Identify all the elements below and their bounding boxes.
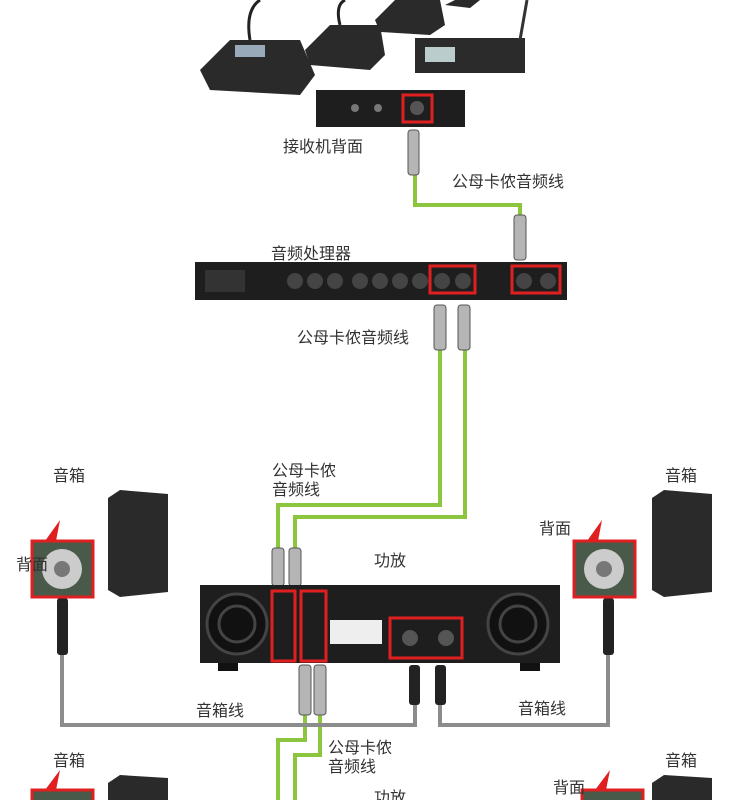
xlr-connector: [433, 304, 447, 351]
speaker-label: 音箱: [665, 466, 698, 485]
audio-processor: [195, 262, 567, 300]
speakon-connector: [409, 665, 420, 705]
speaker-cable-left: [60, 655, 417, 727]
amp-input-highlight: [270, 589, 297, 663]
wireless-receiver: [415, 0, 529, 73]
amplifier-label: 功放: [374, 788, 407, 800]
amplifier-label: 功放: [374, 551, 407, 570]
xlr-cable-label: 公母卡侬音频线: [452, 172, 565, 191]
speakers: [108, 490, 712, 800]
back-label: 背面: [16, 555, 49, 574]
xlr-cables: [276, 175, 522, 800]
amp-link-highlight: [299, 589, 328, 663]
xlr-connector: [457, 304, 471, 351]
speaker-cable-right: [438, 655, 610, 727]
xlr-connector: [271, 547, 285, 587]
speaker-back-inset-right: [572, 520, 637, 599]
xlr-cable-amp-next-a: [276, 715, 307, 800]
speakon-connector: [57, 598, 68, 655]
xlr-cable-receiver-processor: [413, 175, 522, 215]
speaker-cables: [60, 655, 610, 727]
speaker-label: 音箱: [53, 466, 86, 485]
xlr-cable-label-line1: 公母卡侬: [272, 461, 337, 480]
speaker-back-inset-bottom-right: [580, 770, 645, 800]
back-label: 背面: [553, 778, 586, 797]
speaker-back-inset-left: [30, 520, 95, 599]
speaker-top-left: [108, 490, 168, 597]
xlr-cable-processor-amp-b: [293, 350, 467, 548]
xlr-connector: [313, 664, 327, 716]
receiver-back-label: 接收机背面: [283, 137, 364, 156]
processor-label: 音频处理器: [271, 244, 352, 263]
speaker-top-right: [652, 490, 712, 597]
xlr-cable-label-line1: 公母卡侬: [328, 738, 393, 757]
xlr-cable-label-line2: 音频线: [328, 757, 377, 776]
speakon-connectors: [57, 598, 614, 705]
amp-speaker-out-highlight: [388, 616, 464, 660]
conference-microphones: [200, 0, 480, 95]
xlr-connector: [288, 547, 302, 587]
receiver-output-highlight: [401, 93, 434, 124]
speaker-bottom-right: [652, 775, 712, 800]
speaker-back-insets: [30, 520, 645, 800]
speaker-cable-label: 音箱线: [196, 701, 245, 720]
speaker-back-inset-bottom-left: [30, 770, 95, 800]
back-label: 背面: [539, 519, 572, 538]
speakon-connector: [435, 665, 446, 705]
processor-output-highlight: [428, 264, 477, 295]
receiver-back-panel: [316, 90, 465, 127]
processor-input-highlight: [510, 264, 562, 295]
speakon-connector: [603, 598, 614, 655]
xlr-connector: [407, 129, 420, 176]
xlr-cable-label: 公母卡侬音频线: [297, 328, 410, 347]
speaker-label: 音箱: [665, 751, 698, 770]
xlr-connectors: [271, 129, 527, 716]
speaker-cable-label: 音箱线: [518, 699, 567, 718]
power-amplifier: [200, 585, 560, 671]
xlr-cable-processor-amp-a: [276, 350, 442, 548]
xlr-connector: [513, 214, 527, 261]
speaker-bottom-left: [108, 775, 168, 800]
speaker-label: 音箱: [53, 751, 86, 770]
xlr-connector: [298, 664, 312, 716]
xlr-cable-label-line2: 音频线: [272, 480, 321, 499]
xlr-cable-amp-next-b: [293, 715, 322, 800]
